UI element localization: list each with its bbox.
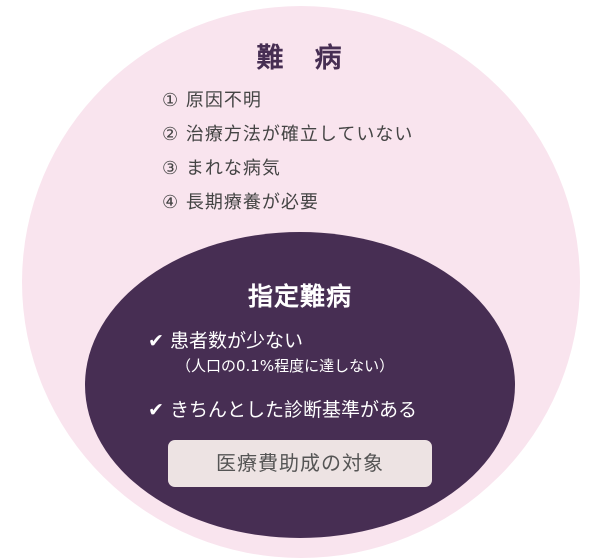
criterion-diagnosis: ✔ きちんとした診断基準がある bbox=[148, 395, 417, 422]
list-item: ② 治療方法が確立していない bbox=[162, 124, 414, 145]
nanbyo-title: 難 病 bbox=[256, 43, 344, 74]
list-item: ④ 長期療養が必要 bbox=[162, 192, 319, 213]
criterion-label: きちんとした診断基準がある bbox=[170, 399, 418, 421]
check-icon: ✔ bbox=[148, 399, 164, 421]
list-item: ① 原因不明 bbox=[162, 90, 262, 111]
check-icon: ✔ bbox=[148, 330, 164, 352]
criterion-patients: ✔ 患者数が少ない bbox=[148, 326, 303, 353]
shitei-nanbyo-title: 指定難病 bbox=[247, 282, 352, 311]
shitei-nanbyo-circle bbox=[85, 232, 515, 538]
list-item: ③ まれな病気 bbox=[162, 158, 281, 179]
criterion-note: （人口の0.1%程度に達しない） bbox=[176, 357, 395, 375]
criterion-label: 患者数が少ない bbox=[170, 330, 304, 352]
nanbyo-conditions-list: ① 原因不明 ② 治療方法が確立していない ③ まれな病気 ④ 長期療養が必要 bbox=[162, 86, 413, 222]
subsidy-badge: 医療費助成の対象 bbox=[168, 440, 432, 487]
